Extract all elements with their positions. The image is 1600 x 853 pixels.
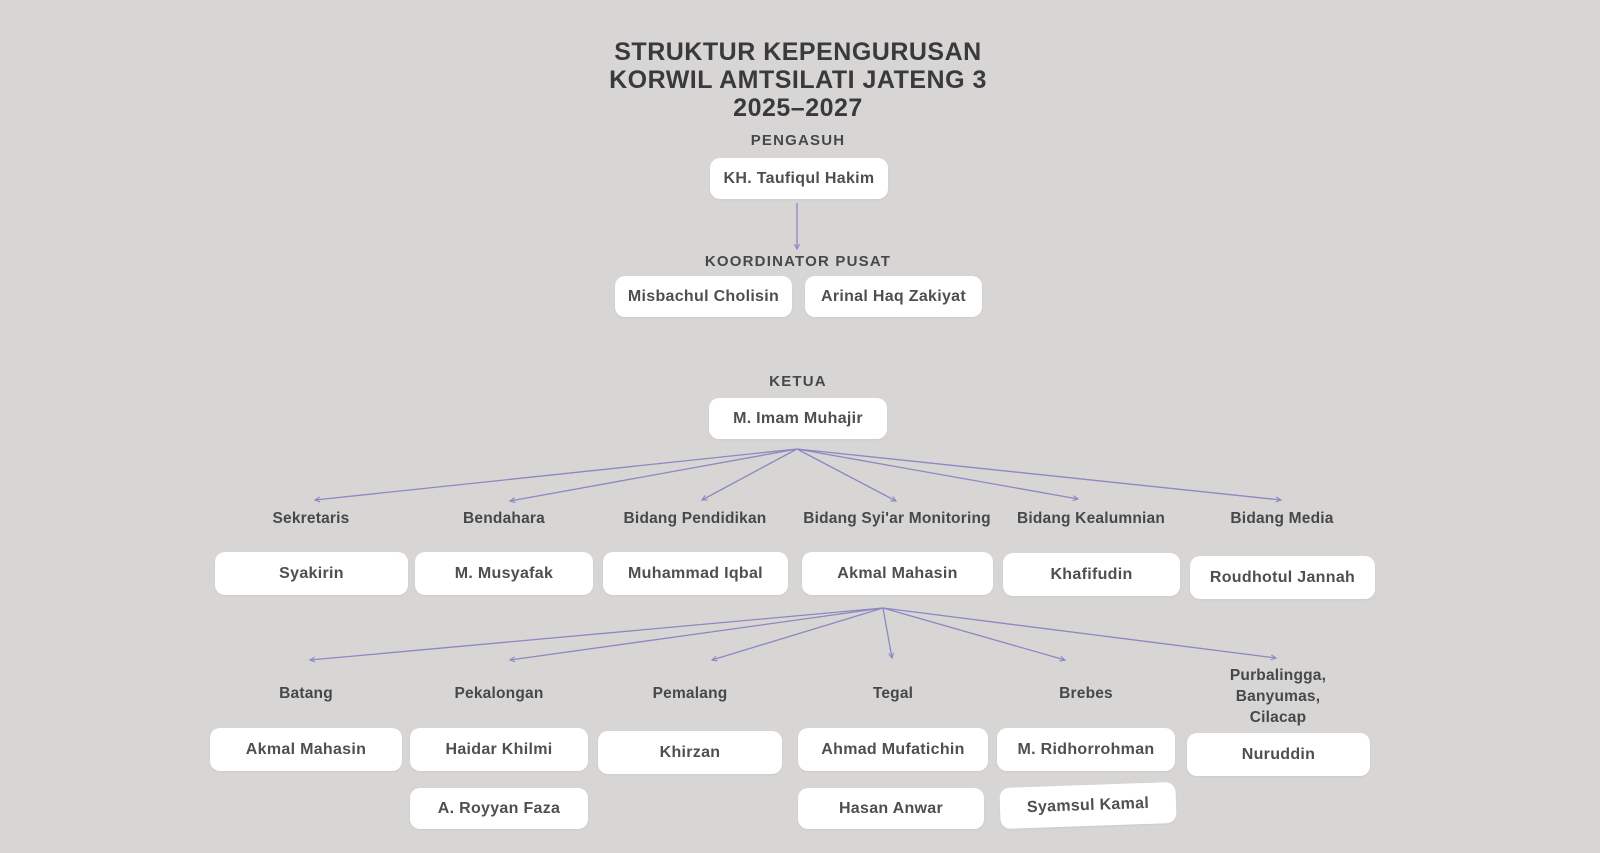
connector-ketua-sekretaris (313, 448, 798, 503)
division-label-sekretaris: Sekretaris (272, 510, 350, 527)
connector-ketua-kealumnian (796, 448, 1080, 502)
division-node-bendahara: M. Musyafak (415, 552, 593, 595)
koordinator-node-arinal: Arinal Haq Zakiyat (805, 276, 982, 317)
division-label-pendidikan: Bidang Pendidikan (623, 510, 767, 527)
region-node-pekalongan-2: A. Royyan Faza (410, 788, 588, 829)
region-label-brebes: Brebes (1059, 685, 1113, 702)
region-label-batang: Batang (279, 685, 333, 702)
connector-monitoring-brebes (882, 607, 1067, 662)
koordinator-node-misbachul: Misbachul Cholisin (615, 276, 792, 317)
division-node-kealumnian: Khafifudin (1003, 553, 1180, 596)
region-label-pemalang: Pemalang (652, 685, 728, 702)
region-node-batang-1: Akmal Mahasin (210, 728, 402, 771)
division-node-syiar-monitoring: Akmal Mahasin (802, 552, 993, 595)
connector-monitoring-pekalongan (508, 607, 884, 663)
page-title: STRUKTUR KEPENGURUSAN KORWIL AMTSILATI J… (609, 38, 987, 122)
connector-ketua-syiar-monitoring (796, 448, 898, 502)
pengasuh-node: KH. Taufiqul Hakim (710, 158, 888, 199)
region-node-brebes-1: M. Ridhorrohman (997, 728, 1175, 771)
connector-ketua-pendidikan (700, 448, 798, 501)
title-line-2: KORWIL AMTSILATI JATENG 3 (609, 66, 987, 94)
connector-monitoring-batang (308, 607, 884, 663)
title-line-1: STRUKTUR KEPENGURUSAN (614, 38, 982, 66)
ketua-node: M. Imam Muhajir (709, 398, 887, 439)
region-node-pemalang-1: Khirzan (598, 731, 782, 774)
division-label-media: Bidang Media (1230, 510, 1334, 527)
connector-ketua-media (796, 448, 1283, 503)
pengasuh-header: PENGASUH (750, 132, 846, 149)
region-node-purbalingga-1: Nuruddin (1187, 733, 1370, 776)
division-label-kealumnian: Bidang Kealumnian (1016, 510, 1166, 527)
region-node-brebes-2: Syamsul Kamal (999, 781, 1177, 830)
region-node-tegal-2: Hasan Anwar (798, 788, 984, 829)
division-label-bendahara: Bendahara (463, 510, 545, 527)
region-label-tegal: Tegal (872, 685, 914, 702)
ketua-header: KETUA (769, 373, 827, 390)
region-node-pekalongan-1: Haidar Khilmi (410, 728, 588, 771)
connector-monitoring-purbalingga (882, 607, 1278, 661)
connector-ketua-bendahara (508, 448, 798, 504)
division-label-syiar-monitoring: Bidang Syi'ar Monitoring (803, 510, 991, 527)
division-node-sekretaris: Syakirin (215, 552, 408, 595)
connector-monitoring-tegal (882, 607, 895, 660)
koordinator-pusat-header: KOORDINATOR PUSAT (704, 253, 892, 270)
title-line-3: 2025–2027 (733, 94, 863, 122)
region-label-pekalongan: Pekalongan (454, 685, 544, 702)
division-node-pendidikan: Muhammad Iqbal (603, 552, 788, 595)
connector-monitoring-pemalang (710, 607, 884, 662)
region-label-purbalingga-banyumas-cilacap: Purbalingga, Banyumas, Cilacap (1229, 667, 1327, 726)
division-node-media: Roudhotul Jannah (1190, 556, 1375, 599)
region-node-tegal-1: Ahmad Mufatichin (798, 728, 988, 771)
